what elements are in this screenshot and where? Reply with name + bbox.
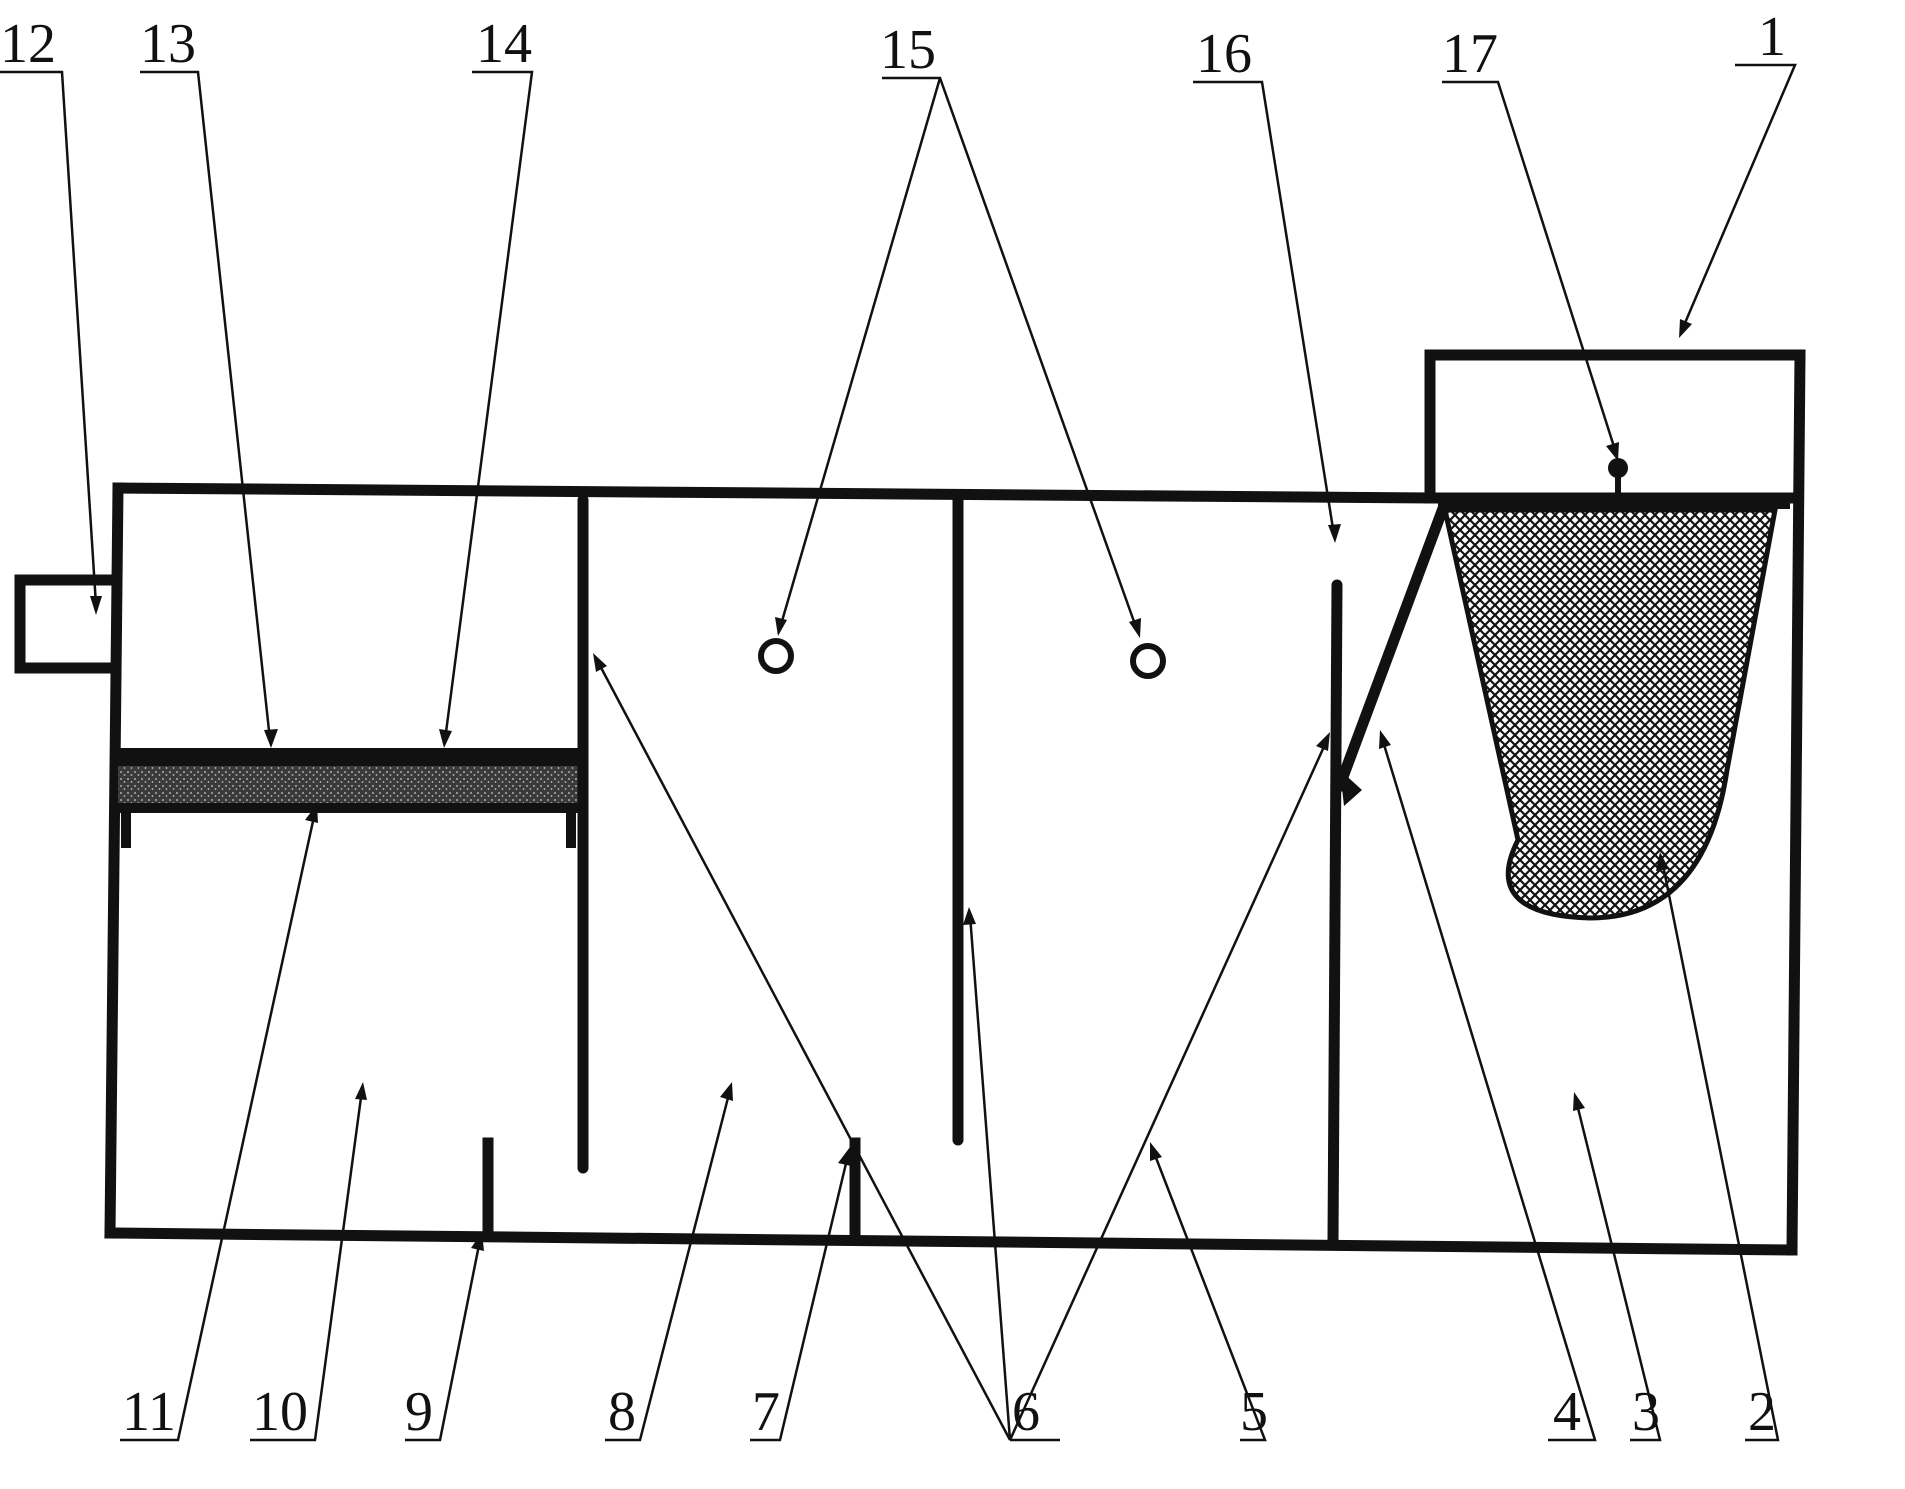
label-2: 2 [1748,1381,1776,1443]
label-9: 9 [405,1381,433,1443]
label-6: 6 [1012,1381,1040,1443]
label-14: 14 [476,13,532,75]
label-10: 10 [252,1381,308,1443]
leader-lines [0,63,1797,1442]
label-3: 3 [1632,1381,1660,1443]
part-labels: 12 13 14 15 16 17 1 11 10 9 8 7 6 5 4 3 … [0,6,1786,1443]
tank-body [104,349,1806,1256]
bottom-weirs [482,1137,861,1243]
label-12: 12 [0,13,56,75]
label-7: 7 [752,1381,780,1443]
vent-holes [758,638,1166,679]
label-15: 15 [880,19,936,81]
label-4: 4 [1553,1381,1581,1443]
filter-layer [118,748,578,848]
label-16: 16 [1196,23,1252,85]
label-5: 5 [1240,1381,1268,1443]
label-8: 8 [608,1381,636,1443]
baffles [577,494,1343,1246]
hook-icon [1608,458,1628,495]
label-1: 1 [1758,6,1786,68]
basket-rim [1438,495,1790,509]
label-17: 17 [1442,23,1498,85]
filter-basket [1441,507,1779,921]
inclined-plate [1332,495,1453,806]
top-box [1424,349,1806,504]
outlet-pipe [14,574,118,674]
label-11: 11 [122,1381,176,1443]
label-13: 13 [140,13,196,75]
